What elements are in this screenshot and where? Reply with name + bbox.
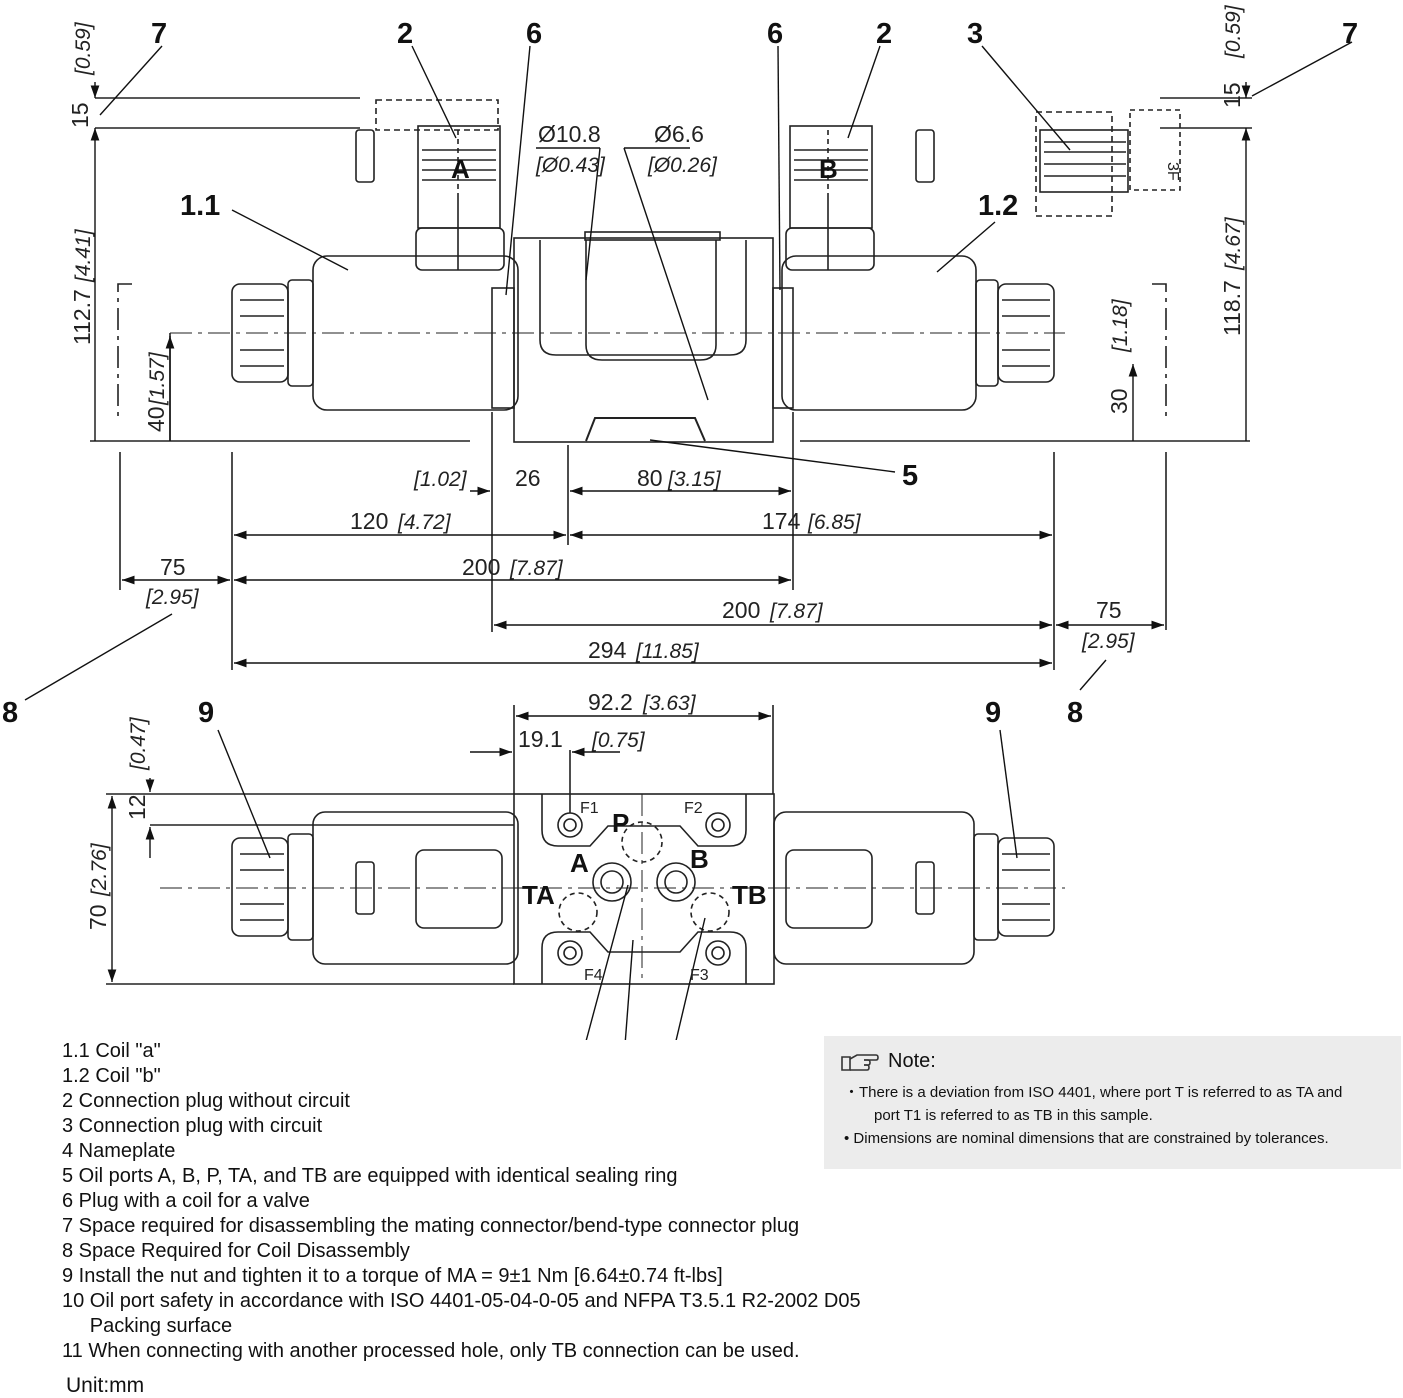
valve-dimension-drawing: 7 2 6 6 2 3 7 1.1 1.2 5 8 8 9 9 4 10 11 …	[2, 4, 1358, 1040]
dim-472: [4.72]	[397, 511, 452, 534]
legend-item: 5 Oil ports A, B, P, TA, and TB are equi…	[62, 1165, 678, 1187]
callout-5: 5	[902, 460, 918, 492]
dim-294: 294	[588, 637, 627, 663]
dim-102: [1.02]	[413, 468, 468, 491]
dim-75-left: 75	[160, 554, 186, 580]
callout-7-right: 7	[1342, 18, 1358, 50]
callout-2-right: 2	[876, 18, 892, 50]
callout-9-left: 9	[198, 697, 214, 729]
dim-70: 70	[85, 904, 111, 930]
dim-787b: [7.87]	[769, 600, 824, 623]
legend-item: 1.1 Coil "a"	[62, 1040, 161, 1062]
dim-15-right: 15	[1219, 82, 1245, 108]
dim-118: [1.18]	[1109, 298, 1132, 353]
f4-label: F4	[584, 967, 603, 984]
dim-295-left: [2.95]	[145, 586, 200, 609]
port-ta-label: TA	[522, 880, 555, 910]
dim-d026: [Ø0.26]	[647, 154, 718, 177]
callout-2-left: 2	[397, 18, 413, 50]
dim-157: [1.57]	[146, 351, 169, 406]
legend-item: 9 Install the nut and tighten it to a to…	[62, 1265, 723, 1287]
note-line: ・There is a deviation from ISO 4401, whe…	[844, 1084, 1343, 1101]
legend-item: 6 Plug with a coil for a valve	[62, 1190, 310, 1212]
legend-list: 1.1 Coil "a" 1.2 Coil "b" 2 Connection p…	[62, 1039, 962, 1364]
port-b-label: B	[690, 844, 709, 874]
dim-26: 26	[515, 465, 541, 491]
dim-15-left: 15	[67, 102, 93, 128]
note-title: Note:	[888, 1050, 936, 1072]
legend-item: 11 When connecting with another processe…	[62, 1340, 800, 1362]
coil-a-label: A	[451, 154, 470, 184]
dim-059-left: [0.59]	[72, 21, 95, 76]
note-line: port T1 is referred to as TB in this sam…	[874, 1107, 1153, 1124]
f3-label: F3	[690, 967, 709, 984]
pointing-hand-icon	[841, 1053, 879, 1071]
callout-7-left: 7	[151, 18, 167, 50]
dim-295-right: [2.95]	[1081, 630, 1136, 653]
dim-441: [4.41]	[72, 228, 95, 283]
dim-315: [3.15]	[667, 468, 722, 491]
dim-1127: 112.7	[69, 289, 95, 345]
dim-d043: [Ø0.43]	[535, 154, 606, 177]
dim-30: 30	[1106, 388, 1132, 414]
dim-200a: 200	[462, 554, 500, 580]
dim-40: 40	[143, 406, 169, 432]
legend-item: 2 Connection plug without circuit	[62, 1090, 350, 1112]
callout-6-left: 6	[526, 18, 542, 50]
coil-b-label: B	[819, 154, 838, 184]
dim-276: [2.76]	[88, 842, 111, 897]
callout-6-right: 6	[767, 18, 783, 50]
legend-item: 1.2 Coil "b"	[62, 1065, 161, 1087]
dim-d66: Ø6.6	[654, 121, 704, 147]
dim-120: 120	[350, 508, 388, 534]
port-a-label: A	[570, 848, 589, 878]
callout-1-2: 1.2	[978, 190, 1018, 222]
dim-047: [0.47]	[127, 716, 150, 771]
dim-1187: 118.7	[1219, 280, 1245, 336]
dim-075: [0.75]	[591, 729, 646, 752]
dim-191: 19.1	[518, 726, 563, 752]
legend-item: 8 Space Required for Coil Disassembly	[62, 1240, 410, 1262]
callout-1-1: 1.1	[180, 190, 220, 222]
legend-item: Packing surface	[62, 1315, 233, 1337]
f1-label: F1	[580, 800, 599, 817]
callout-8-right: 8	[1067, 697, 1083, 729]
callout-9-right: 9	[985, 697, 1001, 729]
port-p-label: P	[612, 808, 629, 838]
dim-80: 80	[637, 465, 663, 491]
dim-12: 12	[124, 794, 150, 820]
dim-922: 92.2	[588, 689, 633, 715]
note-line: • Dimensions are nominal dimensions that…	[844, 1130, 1329, 1147]
dim-787a: [7.87]	[509, 557, 564, 580]
legend-item: 3 Connection plug with circuit	[62, 1115, 323, 1137]
dim-200b: 200	[722, 597, 760, 623]
legend-item: 10 Oil port safety in accordance with IS…	[62, 1290, 861, 1312]
dim-d108: Ø10.8	[538, 121, 601, 147]
f2-label: F2	[684, 800, 703, 817]
plug3-label: 3F	[1164, 162, 1181, 181]
dim-685: [6.85]	[807, 511, 862, 534]
dim-059-right: [0.59]	[1222, 4, 1245, 59]
dim-467: [4.67]	[1222, 216, 1245, 271]
note-box: Note: ・There is a deviation from ISO 440…	[824, 1036, 1401, 1169]
callout-3: 3	[967, 18, 983, 50]
unit-label: Unit:mm	[66, 1374, 145, 1397]
note-header: Note:	[840, 1050, 1383, 1073]
dim-75-right: 75	[1096, 597, 1122, 623]
callout-8-left: 8	[2, 697, 18, 729]
legend-item: 4 Nameplate	[62, 1140, 176, 1162]
dim-174: 174	[762, 508, 801, 534]
dim-1185: [11.85]	[635, 640, 700, 663]
legend-item: 7 Space required for disassembling the m…	[62, 1215, 800, 1237]
port-tb-label: TB	[732, 880, 767, 910]
dim-363: [3.63]	[642, 692, 697, 715]
